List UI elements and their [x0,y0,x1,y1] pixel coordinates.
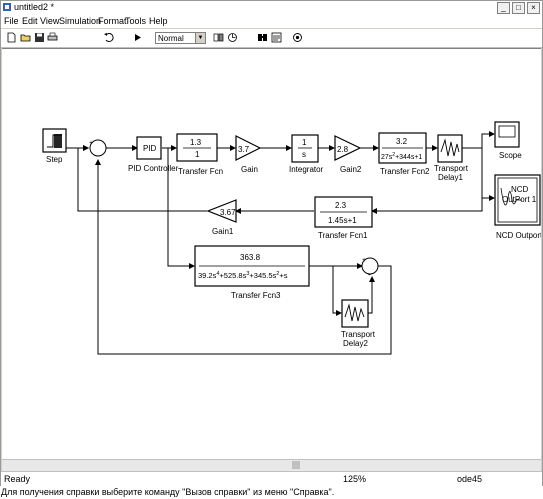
title-bar: untitled2 * _ □ × [1,1,542,14]
model-explorer-icon[interactable] [271,32,282,43]
sum-plus-sign: + [89,140,93,147]
transfer-fcn2-denominator: 27s2+344s+1 [381,152,422,161]
transfer-fcn3-numerator: 363.8 [240,253,261,262]
menu-bar: File Edit View Simulation Format Tools H… [1,14,542,28]
integrator-label: Integrator [289,165,324,174]
help-hint-text: Для получения справки выберите команду "… [1,487,335,497]
solver-name: ode45 [457,474,483,484]
pid-controller-label: PID Controller [128,164,179,173]
transfer-fcn-block[interactable]: 1.3 1 [176,133,218,162]
scrollbar-thumb[interactable] [292,461,300,469]
integrator-denominator: s [302,150,306,159]
transport-delay1-label-line2: Delay1 [438,173,463,182]
minimize-button[interactable]: _ [497,2,510,14]
chevron-down-icon[interactable]: ▼ [195,33,205,43]
start-simulation-icon[interactable] [132,32,143,43]
transfer-fcn1-label: Transfer Fcn1 [318,231,368,240]
open-folder-icon[interactable] [20,32,31,43]
menu-format[interactable]: Format [98,16,127,26]
block-diagram: Step + - PID PID Controller 1.3 1 Transf… [42,121,543,355]
transfer-fcn1-denominator: 1.45s+1 [328,216,357,225]
window-title: untitled2 * [14,2,55,12]
transfer-fcn-label: Transfer Fcn [178,167,223,176]
menu-file[interactable]: File [4,16,19,26]
transfer-fcn3-label: Transfer Fcn3 [231,291,281,300]
transfer-fcn1-block[interactable]: 2.3 1.45s+1 [314,196,373,228]
status-bar: Ready 125% ode45 [1,471,542,486]
transport-delay2-label-line2: Delay2 [343,339,368,348]
transfer-fcn2-numerator: 3.2 [396,137,408,146]
menu-view[interactable]: View [40,16,60,26]
step-label: Step [46,155,63,164]
menu-simulation[interactable]: Simulation [59,16,102,26]
sum2-plus-sign: + [362,257,366,264]
ncd-text: NCD [511,185,529,194]
integrator-numerator: 1 [302,138,307,147]
ncd-outport-label: NCD Outport [496,231,541,240]
save-icon[interactable] [34,32,45,43]
menu-help[interactable]: Help [149,16,168,26]
update-diagram-icon[interactable] [227,32,238,43]
transfer-fcn3-denominator: 39.2s4+525.8s3+345.5s2+s [198,271,288,280]
sum-block[interactable]: + - [89,139,107,160]
transfer-fcn-numerator: 1.3 [190,138,202,147]
print-icon[interactable] [47,32,58,43]
transport-delay1-label-line1: Transport [434,164,469,173]
pid-controller-block[interactable]: PID [136,136,162,160]
ncd-outport-text: OutPort 1 [502,195,537,204]
maximize-button[interactable]: □ [512,2,525,14]
sum2-minus-sign: - [368,270,371,279]
signal-lines [66,131,495,355]
integrator-block[interactable]: 1 s [291,134,319,163]
gain1-block[interactable]: 3.67 [206,199,237,223]
scope-block[interactable] [494,121,520,148]
gain-label: Gain [241,165,258,174]
transport-delay2-label-line1: Transport [341,330,376,339]
app-icon [3,3,11,11]
gain1-value: 3.67 [220,208,236,217]
transfer-fcn-denominator: 1 [195,150,200,159]
horizontal-scrollbar[interactable] [2,459,541,471]
simulation-mode-value: Normal [158,34,184,43]
model-canvas[interactable]: Step + - PID PID Controller 1.3 1 Transf… [2,48,543,459]
sum-minus-sign: - [95,151,98,160]
gain-value: 3.7 [238,145,250,154]
transfer-fcn1-numerator: 2.3 [335,201,347,210]
transfer-fcn3-block[interactable]: 363.8 39.2s4+525.8s3+345.5s2+s [194,245,310,287]
transport-delay1-block[interactable] [437,134,463,163]
ncd-outport-block[interactable]: NCD OutPort 1 [494,174,541,226]
menu-edit[interactable]: Edit [22,16,38,26]
scope-label: Scope [499,151,522,160]
build-icon[interactable] [213,32,224,43]
gain1-label: Gain1 [212,227,234,236]
pid-text: PID [143,144,157,153]
debug-icon[interactable] [292,32,303,43]
undo-icon[interactable] [103,32,114,43]
library-browser-icon[interactable] [257,32,268,43]
new-file-icon[interactable] [6,32,17,43]
menu-tools[interactable]: Tools [125,16,147,26]
toolbar [1,29,542,48]
close-button[interactable]: × [527,2,540,14]
status-text: Ready [4,474,31,484]
transport-delay2-block[interactable] [341,299,369,328]
sum2-block[interactable]: + - [361,257,379,279]
gain2-block[interactable]: 2.8 [334,135,362,161]
transfer-fcn2-block[interactable]: 3.2 27s2+344s+1 [378,132,427,164]
gain2-label: Gain2 [340,165,362,174]
gain-block[interactable]: 3.7 [235,135,262,161]
zoom-level: 125% [343,474,367,484]
gain2-value: 2.8 [337,145,349,154]
step-block[interactable] [42,128,67,153]
transfer-fcn2-label: Transfer Fcn2 [380,167,430,176]
simulation-mode-select[interactable]: Normal ▼ [155,32,206,44]
simulink-window: untitled2 * _ □ × File Edit View Simulat… [0,0,543,486]
